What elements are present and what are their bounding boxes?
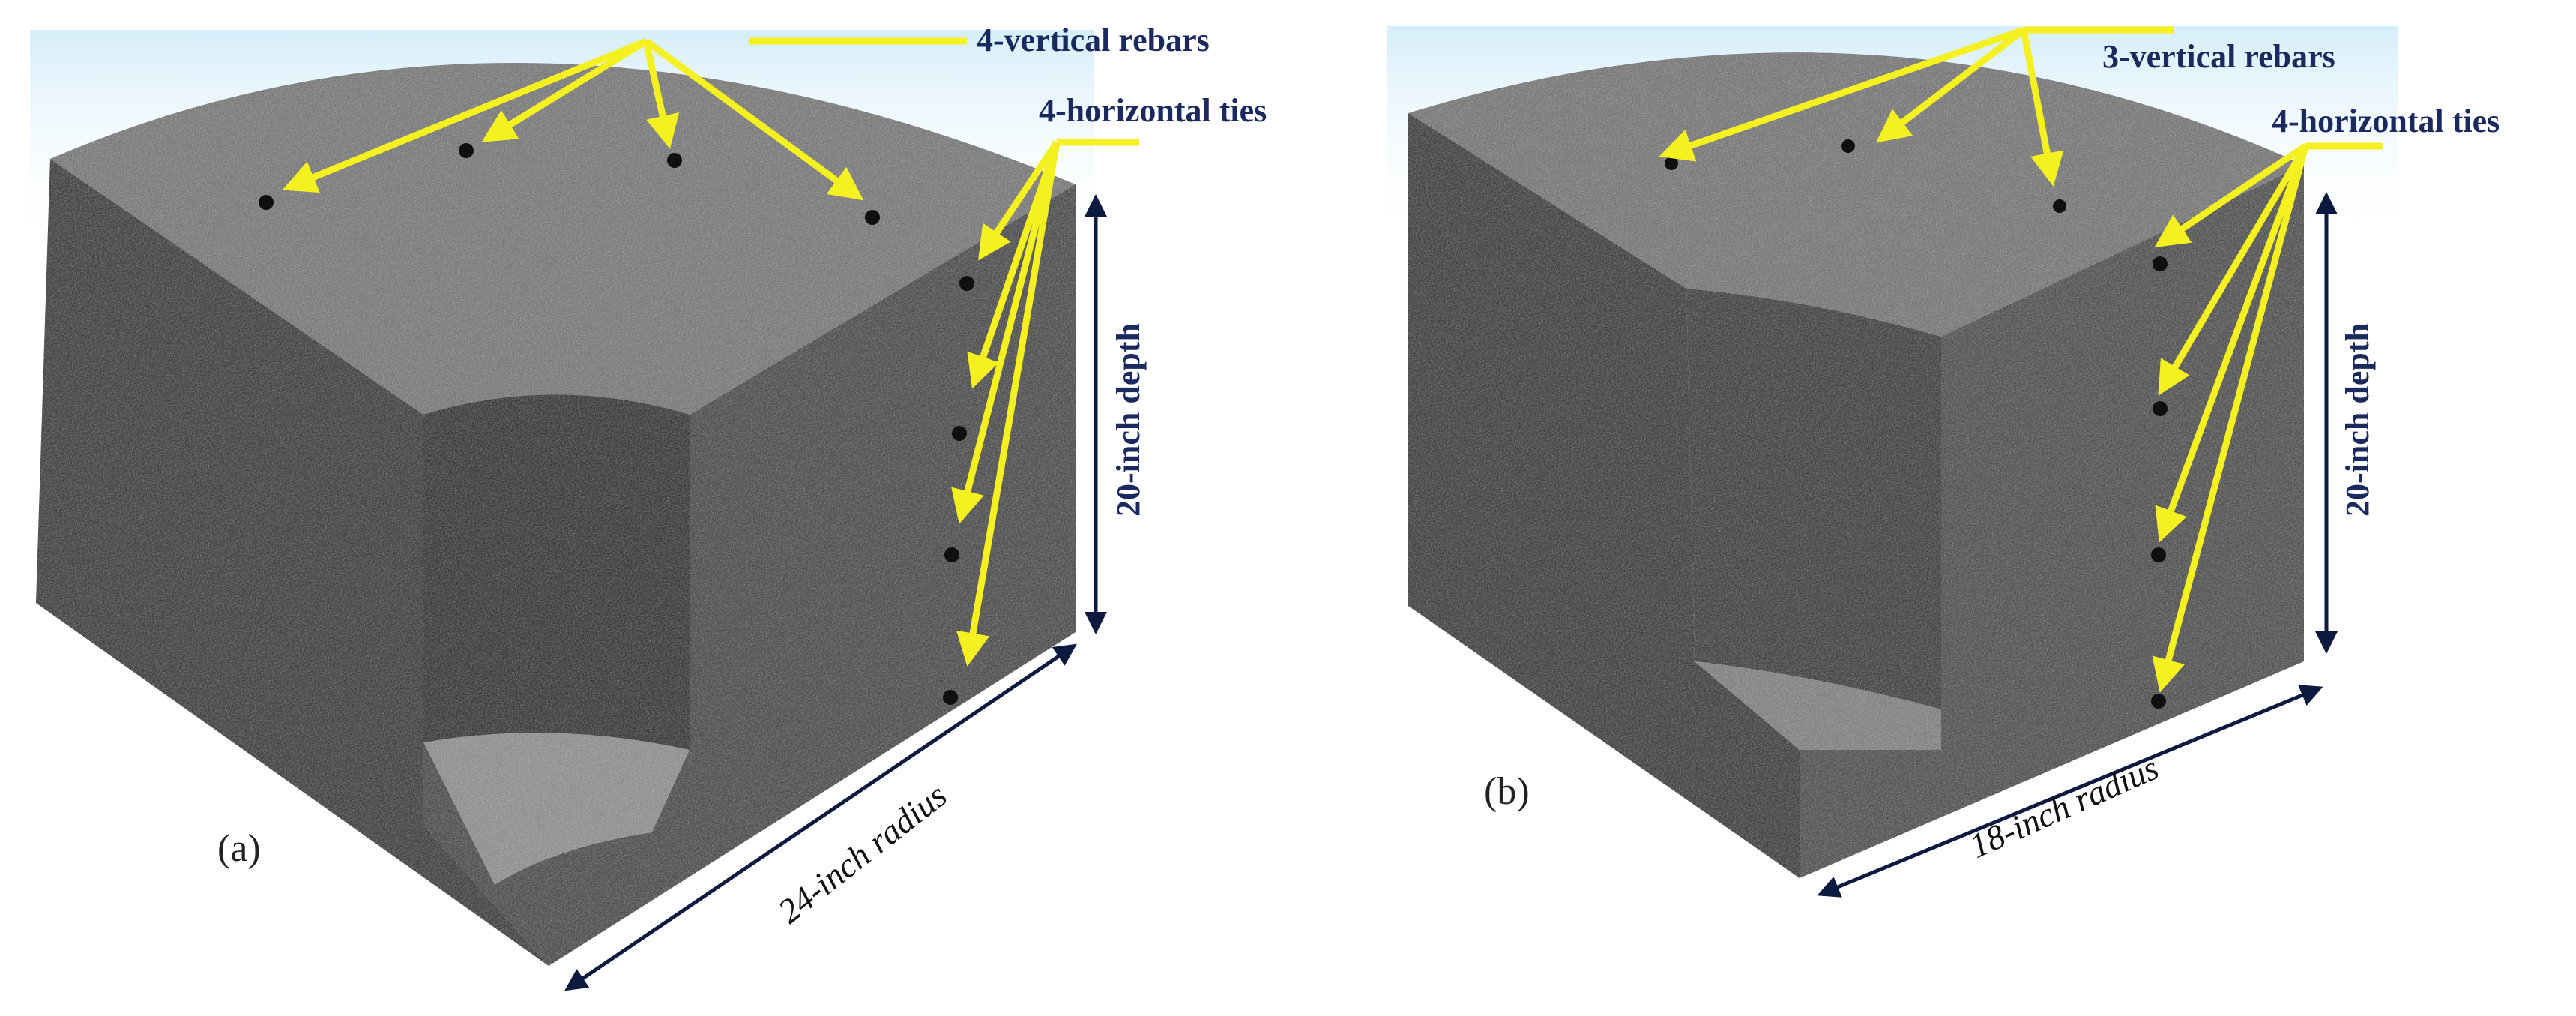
radius-dimension-arrow-b xyxy=(1817,685,2323,898)
depth-label-a: 20-inch depth xyxy=(1110,323,1147,517)
vertical-rebar-arrows-b xyxy=(1659,26,2174,187)
panel-b: 3-vertical rebars 4-horizontal ties 20-i… xyxy=(1387,26,2500,898)
horizontal-ties-label-a: 4-horizontal ties xyxy=(1039,92,1267,129)
horizontal-tie-arrows-a xyxy=(951,139,1139,667)
vertical-rebars-label-b: 3-vertical rebars xyxy=(2102,38,2335,75)
mesh-texture-b xyxy=(1408,52,2304,879)
horizontal-tie-arrows-b xyxy=(2152,142,2383,693)
depth-label-b: 20-inch depth xyxy=(2339,323,2376,517)
panel-a: 4-vertical rebars 4-horizontal ties 20-i… xyxy=(30,22,1267,991)
panel-tag-a: (a) xyxy=(217,827,261,870)
vertical-rebars-label-a: 4-vertical rebars xyxy=(977,22,1210,58)
horizontal-ties-label-b: 4-horizontal ties xyxy=(2272,103,2500,139)
panel-tag-b: (b) xyxy=(1484,770,1530,813)
radius-dimension-arrow-a xyxy=(564,643,1077,991)
vertical-rebar-arrows-a xyxy=(282,37,967,201)
